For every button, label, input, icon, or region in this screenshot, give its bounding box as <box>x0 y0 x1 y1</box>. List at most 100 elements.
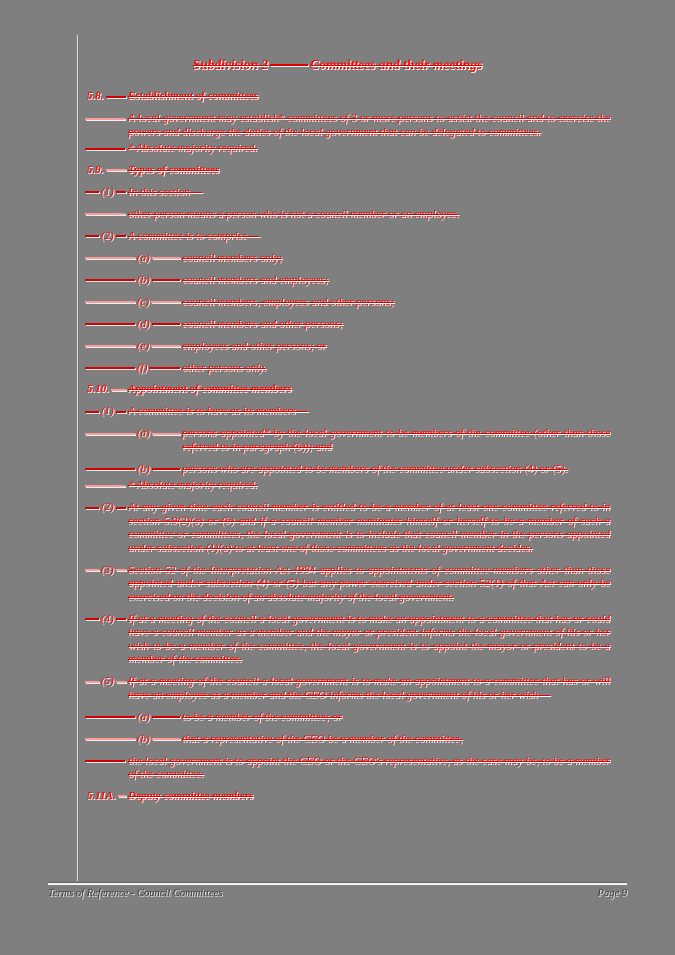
item-number: (e) <box>137 339 150 352</box>
item-row: (b)that a representative of the CEO be a… <box>0 733 675 747</box>
item-row: (a)council members only; <box>0 252 675 266</box>
strike-tab-line <box>85 569 99 572</box>
strike-tab-line <box>85 680 99 683</box>
item-number: (a) <box>137 427 150 439</box>
section-number: 5.9. <box>87 163 104 176</box>
item-row: (f) other persons only. <box>0 362 675 376</box>
tab-strike-leader: (b) <box>85 463 180 477</box>
row-text: council members, employees and other per… <box>182 295 395 308</box>
tab-strike-leader <box>85 208 125 222</box>
strike-tab-line <box>115 410 126 413</box>
strike-tab-line <box>105 169 126 172</box>
strike-tab-line <box>85 279 135 282</box>
row-text: At any given time each council member is… <box>128 501 610 554</box>
clause-row: (1)A committee is to have as its members… <box>0 405 675 419</box>
strike-tab-line <box>85 716 135 719</box>
clause-number: (5) <box>101 675 114 687</box>
strike-tab-line <box>149 367 180 370</box>
tab-strike-leader: 5.10. <box>85 383 126 397</box>
subdivision-title-right: Committees and their meetings <box>310 57 483 72</box>
clause-number: (2) <box>101 501 114 513</box>
row-text: Section 52 of the Interpretation Act 198… <box>128 563 610 603</box>
row-text: council members and employees; <box>182 273 329 286</box>
row-text: other persons only. <box>182 361 267 374</box>
strike-tab-line <box>85 117 125 120</box>
item-number: (a) <box>137 710 150 723</box>
row-text: employees and other persons; or <box>182 339 327 352</box>
strike-tab-line <box>151 468 180 471</box>
clause-row: (3) Section 52 of the Interpretation Act … <box>0 564 675 605</box>
row-text: council members and other persons; <box>182 317 343 330</box>
tab-strike-leader: 5.9. <box>85 164 126 178</box>
strike-tab-line <box>151 738 180 741</box>
heading-row: 5.8. Establishment of committees <box>0 90 675 104</box>
strike-tab-line <box>85 345 135 348</box>
row-text: persons appointed* by the local governme… <box>182 427 610 453</box>
strike-tab-line <box>151 432 180 435</box>
footer-page-number: Page 9 <box>597 888 627 899</box>
tab-strike-leader: (f) <box>85 362 180 376</box>
strike-tab-line <box>151 257 180 260</box>
tab-strike-leader: (a) <box>85 252 180 266</box>
section-number: 5.10. <box>87 383 109 395</box>
clause-number: (2) <box>101 229 114 242</box>
section-number: 5.8. <box>87 90 104 102</box>
subdivision-title-left: Subdivision 2 <box>192 57 269 72</box>
strike-tab-line <box>115 235 126 238</box>
item-row: (a) persons appointed* by the local gover… <box>0 427 675 454</box>
body-row: the local government is to appoint the C… <box>0 755 675 782</box>
row-text: If at a meeting of the council a local g… <box>128 612 610 666</box>
footnote-row: * Absolute majority required. <box>0 142 675 156</box>
strike-tab-line <box>117 795 126 798</box>
strike-tab-line <box>85 367 135 370</box>
tab-strike-leader: (1) <box>85 186 126 200</box>
strike-tab-line <box>111 388 126 391</box>
strike-tab-line <box>85 213 125 216</box>
row-text: council members only; <box>182 251 283 264</box>
clause-number: (4) <box>101 612 114 625</box>
page-footer: Terms of Reference - Council Committees … <box>48 887 627 900</box>
tab-strike-leader: (3) <box>85 564 126 578</box>
heading-row: 5.10.Appointment of committee members <box>0 383 675 397</box>
strike-tab-line <box>85 618 99 621</box>
strike-tab-line <box>85 323 135 326</box>
tab-strike-leader <box>85 142 125 156</box>
tab-strike-leader: 5.11A. <box>85 790 126 804</box>
strike-tab-line <box>151 301 180 304</box>
tab-strike-leader: (4) <box>85 613 126 627</box>
document-body: 5.8. Establishment of committees A local g… <box>0 90 675 803</box>
row-text: * Absolute majority required. <box>128 479 258 491</box>
item-number: (b) <box>137 273 150 286</box>
clause-number: (3) <box>101 563 114 576</box>
subdivision-title: Subdivision 2 Committees and their meeti… <box>0 58 675 72</box>
item-row: (b) persons who are appointed to be membe… <box>0 463 675 477</box>
row-text: If at a meeting of the council a local g… <box>128 675 610 701</box>
row-text: Deputy committee members <box>128 789 254 802</box>
strike-tab-line <box>85 257 135 260</box>
track-changes-change-bar <box>77 35 78 881</box>
body-row: other person means a person who is not a… <box>0 208 675 222</box>
item-number: (f) <box>137 361 148 374</box>
strike-tab-line <box>85 738 135 741</box>
tab-strike-leader <box>85 112 125 126</box>
strike-tab-line <box>85 760 125 763</box>
item-row: (c)council members, employees and other … <box>0 296 675 310</box>
row-text: persons who are appointed to be members … <box>182 462 568 475</box>
tab-strike-leader: (a) <box>85 427 180 441</box>
row-text: A local government may establish* commit… <box>128 112 610 138</box>
item-row: (d)council members and other persons; <box>0 318 675 332</box>
strike-tab-line <box>85 432 135 435</box>
heading-row: 5.9.Types of committees <box>0 164 675 178</box>
strike-tab-line <box>115 506 126 509</box>
item-number: (b) <box>137 462 150 475</box>
tab-strike-leader <box>85 479 125 493</box>
row-text: to be a member of the committee; or <box>182 710 342 723</box>
row-text: Establishment of committees <box>128 90 259 102</box>
strike-tab-line <box>85 235 99 238</box>
tab-strike-leader: (d) <box>85 318 180 332</box>
item-row: (b) council members and employees; <box>0 274 675 288</box>
strike-tab-line <box>151 345 180 348</box>
strike-tab-line <box>85 147 125 150</box>
tab-strike-leader: (b) <box>85 733 180 747</box>
clause-row: (4) If at a meeting of the council a loca… <box>0 613 675 667</box>
